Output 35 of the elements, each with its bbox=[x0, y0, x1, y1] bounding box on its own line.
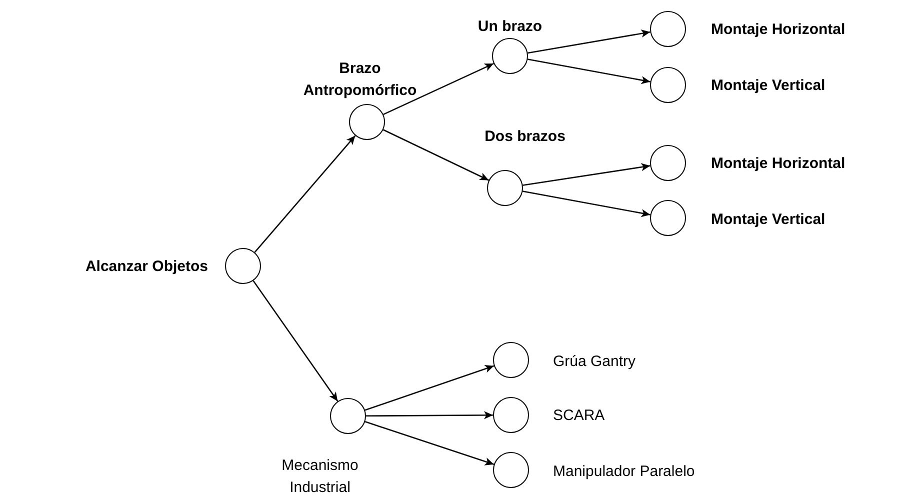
arrow bbox=[528, 30, 650, 54]
node-label: Dos brazos bbox=[484, 127, 566, 147]
arrow bbox=[382, 129, 490, 181]
circle-node bbox=[493, 342, 529, 378]
circle-node bbox=[349, 104, 385, 140]
node-label: Grúa Gantry bbox=[553, 352, 636, 372]
circle-node bbox=[650, 145, 686, 181]
node-label: Montaje Vertical bbox=[711, 76, 826, 96]
arrow bbox=[522, 163, 650, 186]
node-label: Un brazo bbox=[478, 17, 542, 37]
circle-node bbox=[225, 248, 261, 284]
node-label: Montaje Horizontal bbox=[711, 20, 846, 40]
circle-node bbox=[650, 67, 686, 103]
arrow bbox=[364, 364, 494, 411]
circle-node bbox=[493, 397, 529, 433]
node-label: Brazo Antropomórfico bbox=[302, 59, 418, 101]
node-label: SCARA bbox=[553, 406, 605, 426]
arrow bbox=[522, 190, 650, 218]
circle-node bbox=[330, 398, 366, 434]
circle-node bbox=[487, 170, 523, 206]
arrow bbox=[254, 135, 356, 253]
node-label: Montaje Horizontal bbox=[711, 154, 846, 174]
circle-node bbox=[493, 452, 529, 488]
node-label: Mecanismo Industrial bbox=[280, 456, 360, 498]
circle-node bbox=[650, 200, 686, 236]
node-label: Alcanzar Objetos bbox=[85, 257, 208, 277]
node-label: Montaje Vertical bbox=[711, 210, 826, 230]
arrow bbox=[383, 62, 494, 116]
arrow bbox=[252, 280, 338, 402]
arrow bbox=[364, 421, 494, 466]
arrow bbox=[366, 411, 493, 420]
circle-node bbox=[492, 38, 528, 74]
circle-node bbox=[650, 11, 686, 47]
arrow bbox=[528, 58, 650, 84]
node-label: Manipulador Paralelo bbox=[553, 462, 695, 482]
